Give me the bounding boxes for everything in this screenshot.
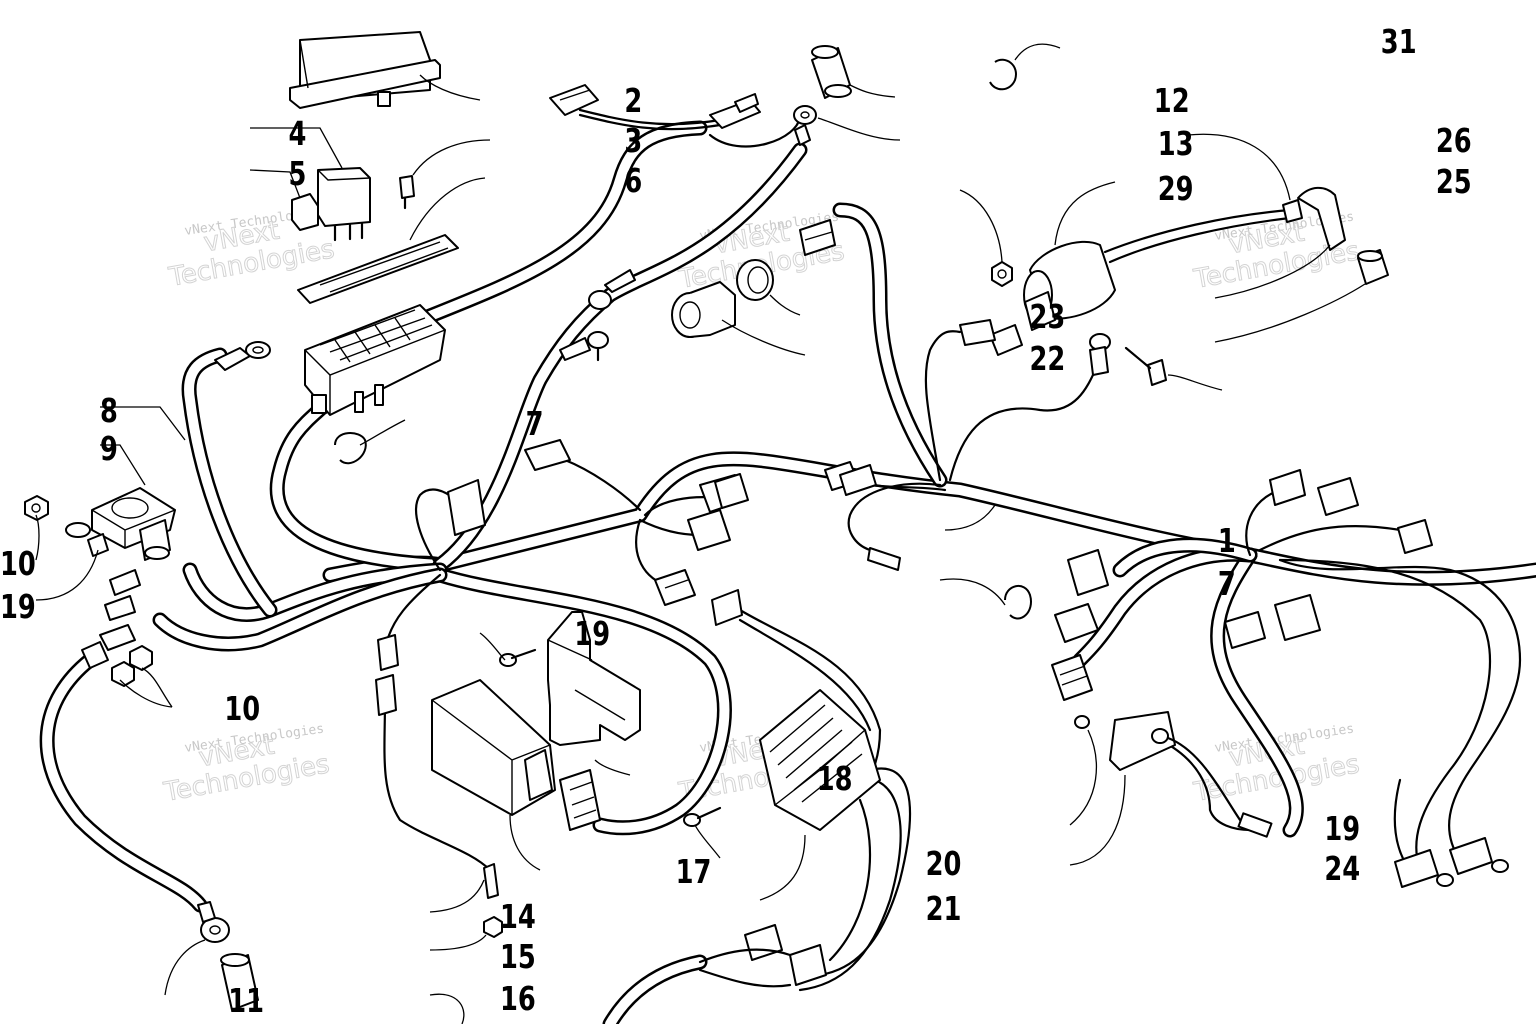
ring-terminal-14 — [483, 863, 503, 938]
callout-3: 3 — [624, 122, 642, 160]
fuse-box — [304, 304, 446, 416]
fuse-box-slots — [319, 309, 433, 363]
cdi-module — [431, 679, 556, 816]
terminal-boot-11 — [220, 953, 259, 1011]
callout-8: 8 — [100, 392, 118, 430]
connector-center-mid — [687, 473, 749, 551]
coil-ground-terminal — [1089, 333, 1111, 376]
callout-7-right: 7 — [1218, 565, 1236, 603]
cable-clip-left — [334, 432, 367, 465]
callout-19-center: 19 — [574, 615, 610, 653]
voltage-regulator — [759, 689, 881, 831]
terminal-boot — [811, 45, 852, 99]
connector-top-left — [549, 84, 599, 116]
socket-nut — [736, 259, 774, 301]
callout-18: 18 — [817, 760, 853, 798]
callout-17: 17 — [676, 853, 712, 891]
cable-clip-right — [1004, 585, 1032, 620]
callout-11: 11 — [228, 982, 264, 1020]
ring-terminal-11 — [197, 901, 230, 943]
callout-14: 14 — [500, 898, 536, 936]
callout-labels: 1 2 3 4 5 6 7 7 8 9 10 10 11 12 13 14 15… — [0, 23, 1472, 1020]
regulator-screw — [683, 806, 722, 827]
connector-bottom-right — [1394, 837, 1509, 888]
spade-connector — [959, 319, 1023, 356]
sensor-mount — [1109, 711, 1273, 838]
callout-7-left: 7 — [526, 405, 544, 443]
regulator-connectors — [711, 589, 827, 986]
bottom-harness-branch — [602, 948, 792, 1024]
callout-12: 12 — [1154, 82, 1190, 120]
callout-2: 2 — [624, 82, 642, 120]
accessory-socket — [671, 281, 736, 338]
coil-screw — [1124, 346, 1167, 386]
callout-31: 31 — [1381, 23, 1417, 61]
callout-26: 26 — [1436, 122, 1472, 160]
maxi-fuse — [291, 193, 319, 231]
connector-14-plug — [375, 634, 399, 716]
fuse-box-cover — [289, 31, 441, 109]
relay — [317, 167, 371, 242]
ring-terminal-upper — [588, 269, 636, 310]
mount-screw — [1074, 715, 1090, 729]
callout-4: 4 — [289, 115, 307, 153]
starter-solenoid — [65, 487, 176, 561]
callout-29: 29 — [1158, 170, 1194, 208]
connector-right-cluster — [1051, 549, 1109, 701]
callout-10-bottom: 10 — [224, 690, 260, 728]
solenoid-bolt — [87, 533, 109, 557]
connector-right-a — [824, 461, 877, 496]
mini-fuse — [399, 175, 415, 210]
ignition-coil — [1023, 208, 1292, 331]
callout-24: 24 — [1324, 850, 1360, 888]
callout-19-left: 19 — [0, 588, 36, 626]
solenoid-nut — [24, 495, 49, 521]
callout-22: 22 — [1030, 340, 1066, 378]
callout-6: 6 — [624, 162, 642, 200]
cdi-connector — [559, 769, 601, 831]
fuse-label-card — [297, 234, 459, 304]
callout-10-top: 10 — [0, 545, 36, 583]
ring-terminal-13 — [793, 105, 817, 146]
callout-20: 20 — [926, 845, 962, 883]
callout-1: 1 — [1218, 522, 1236, 560]
bracket-screw — [499, 648, 537, 667]
callout-13: 13 — [1158, 125, 1194, 163]
ring-terminal-battery — [214, 341, 271, 371]
callout-21: 21 — [926, 890, 962, 928]
boot-cap — [1357, 249, 1389, 285]
sensor-probe — [867, 547, 901, 571]
leader-lines — [35, 43, 1366, 1024]
callout-25: 25 — [1436, 163, 1472, 201]
cdi-bracket — [547, 611, 641, 746]
battery-terminals — [81, 569, 153, 687]
callout-9: 9 — [100, 430, 118, 468]
connector-center-left — [524, 439, 571, 471]
callout-19-right: 19 — [1324, 810, 1360, 848]
connector-top-right — [709, 93, 761, 129]
wire-clip-31 — [989, 58, 1017, 91]
connector-loop — [447, 479, 486, 536]
callout-16: 16 — [500, 980, 536, 1018]
regulator-fins — [769, 704, 866, 806]
callout-23: 23 — [1030, 298, 1066, 336]
coil-nut — [991, 261, 1013, 287]
connector-center-down — [654, 569, 696, 606]
connector-23-area — [799, 219, 836, 256]
callout-15: 15 — [500, 938, 536, 976]
connector-far-right — [1224, 469, 1433, 649]
callout-5: 5 — [289, 155, 307, 193]
ring-terminal-center — [559, 331, 609, 362]
spark-plug-boot — [1282, 186, 1346, 251]
